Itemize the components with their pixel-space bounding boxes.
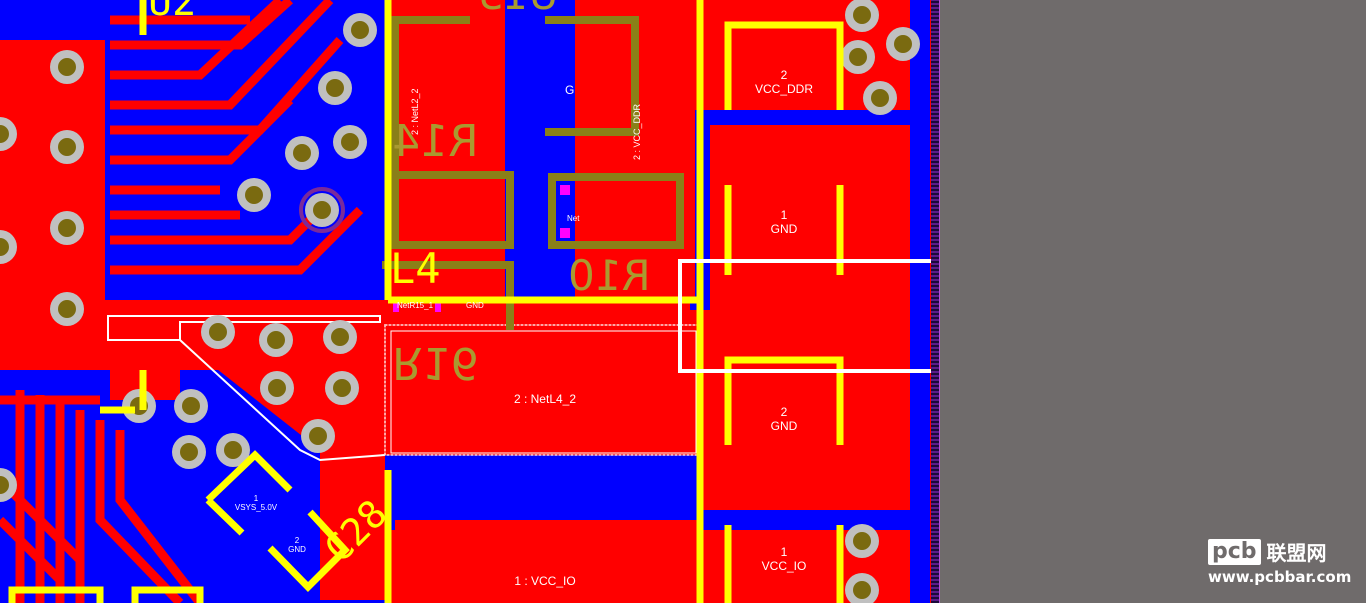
watermark-url: www.pcbbar.com (1208, 568, 1352, 586)
pad-number: 2 (294, 536, 300, 545)
pad-net: VCC_DDR (754, 82, 813, 96)
board-edge (931, 0, 940, 603)
pad-number: 2 (780, 68, 788, 82)
pcb-logo-box: pcb (1208, 538, 1261, 565)
designator-r10: R10 (568, 251, 651, 300)
pad-vcc-io[interactable]: 1 VCC_IO (743, 545, 825, 573)
pad-netl4-2[interactable]: 2 : NetL4_2 (513, 392, 577, 406)
small-pads (393, 185, 570, 312)
designator-u2: U2 (148, 0, 197, 25)
pad-vcc-ddr[interactable]: 2 VCC_DDR (743, 68, 825, 96)
pad-gnd-1[interactable]: 1 GND (743, 208, 825, 236)
pcb-canvas[interactable]: 2 VCC_DDR 1 GND 2 GND 1 VCC_IO 2 : NetL4… (0, 0, 940, 603)
top-copper-pours (0, 0, 910, 603)
pad-netr15[interactable]: NetR15_1 (397, 301, 434, 310)
designator-l4: L4 (390, 244, 441, 293)
watermark-logo: pcb 联盟网 (1208, 537, 1358, 566)
board-outline (939, 0, 940, 603)
pad-vcc-io-bottom[interactable]: 1 : VCC_IO (514, 574, 576, 588)
pad-net: VCC_IO (761, 559, 807, 573)
pad-gnd-small[interactable]: 2 GND (270, 536, 324, 554)
pcb-logo-cn: 联盟网 (1266, 541, 1327, 565)
watermark: pcb 联盟网 www.pcbbar.com (1208, 537, 1358, 587)
pad-net: GND (770, 222, 798, 236)
pcb-layers (0, 0, 937, 603)
pad-number: 1 (780, 208, 788, 222)
designator-u15: U15 (478, 0, 558, 19)
designator-r16: R16 (392, 337, 479, 388)
pad-number: 1 (253, 494, 259, 503)
pad-net: VSYS_5.0V (234, 503, 278, 512)
pad-net-partial[interactable]: Net (567, 214, 580, 223)
silkscreen-lines (8, 0, 844, 603)
vias (0, 0, 920, 603)
designator-r14: R14 (392, 116, 479, 167)
pad-net: GND (288, 545, 306, 554)
pad-vsys[interactable]: 1 VSYS_5.0V (226, 494, 286, 512)
component-outlines (382, 16, 684, 330)
pad-vcc-ddr-vertical[interactable]: 2 : VCC_DDR (632, 103, 642, 160)
pad-gnd-2[interactable]: 2 GND (743, 405, 825, 433)
pad-number: 1 (780, 545, 788, 559)
pad-gnd-tiny[interactable]: GND (466, 301, 484, 310)
pad-number: 2 (780, 405, 788, 419)
pad-net: GND (770, 419, 798, 433)
pad-g-partial[interactable]: G (565, 83, 575, 97)
